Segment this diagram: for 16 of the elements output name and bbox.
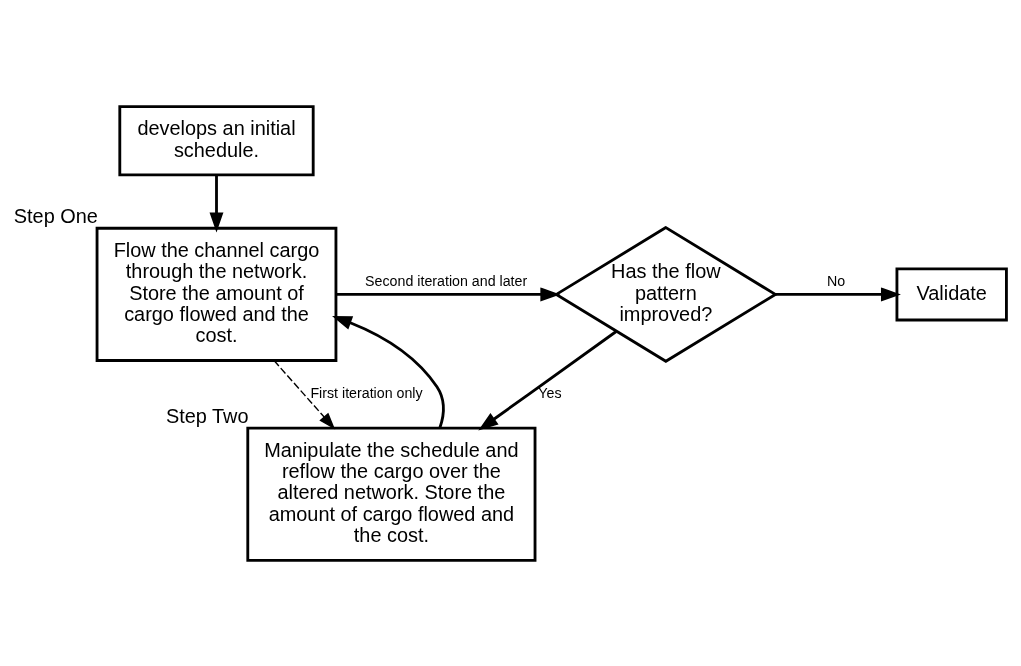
edge-label: First iteration only xyxy=(310,384,423,401)
node-box: develops an initial schedule. xyxy=(118,104,315,176)
arrow xyxy=(332,315,445,428)
arrow xyxy=(209,174,224,232)
edge-label: No xyxy=(827,272,846,289)
edge-label: Second iteration and later xyxy=(365,272,528,289)
arrow xyxy=(478,329,617,430)
node-box: Flow the channel cargo through the network. Store the amount of cargo flowed and the cost. xyxy=(95,226,338,362)
node-label: Step One xyxy=(13,204,98,227)
node-box: Validate xyxy=(895,266,1008,321)
node-box: Manipulate the schedule and reflow the cargo over the altered network. Store the amount of cargo flowed and the cost. xyxy=(246,426,537,562)
arrow xyxy=(775,286,901,301)
edge-label: Yes xyxy=(538,384,562,401)
arrow xyxy=(273,359,336,429)
node-label: Step Two xyxy=(165,404,249,427)
arrow xyxy=(336,286,561,301)
